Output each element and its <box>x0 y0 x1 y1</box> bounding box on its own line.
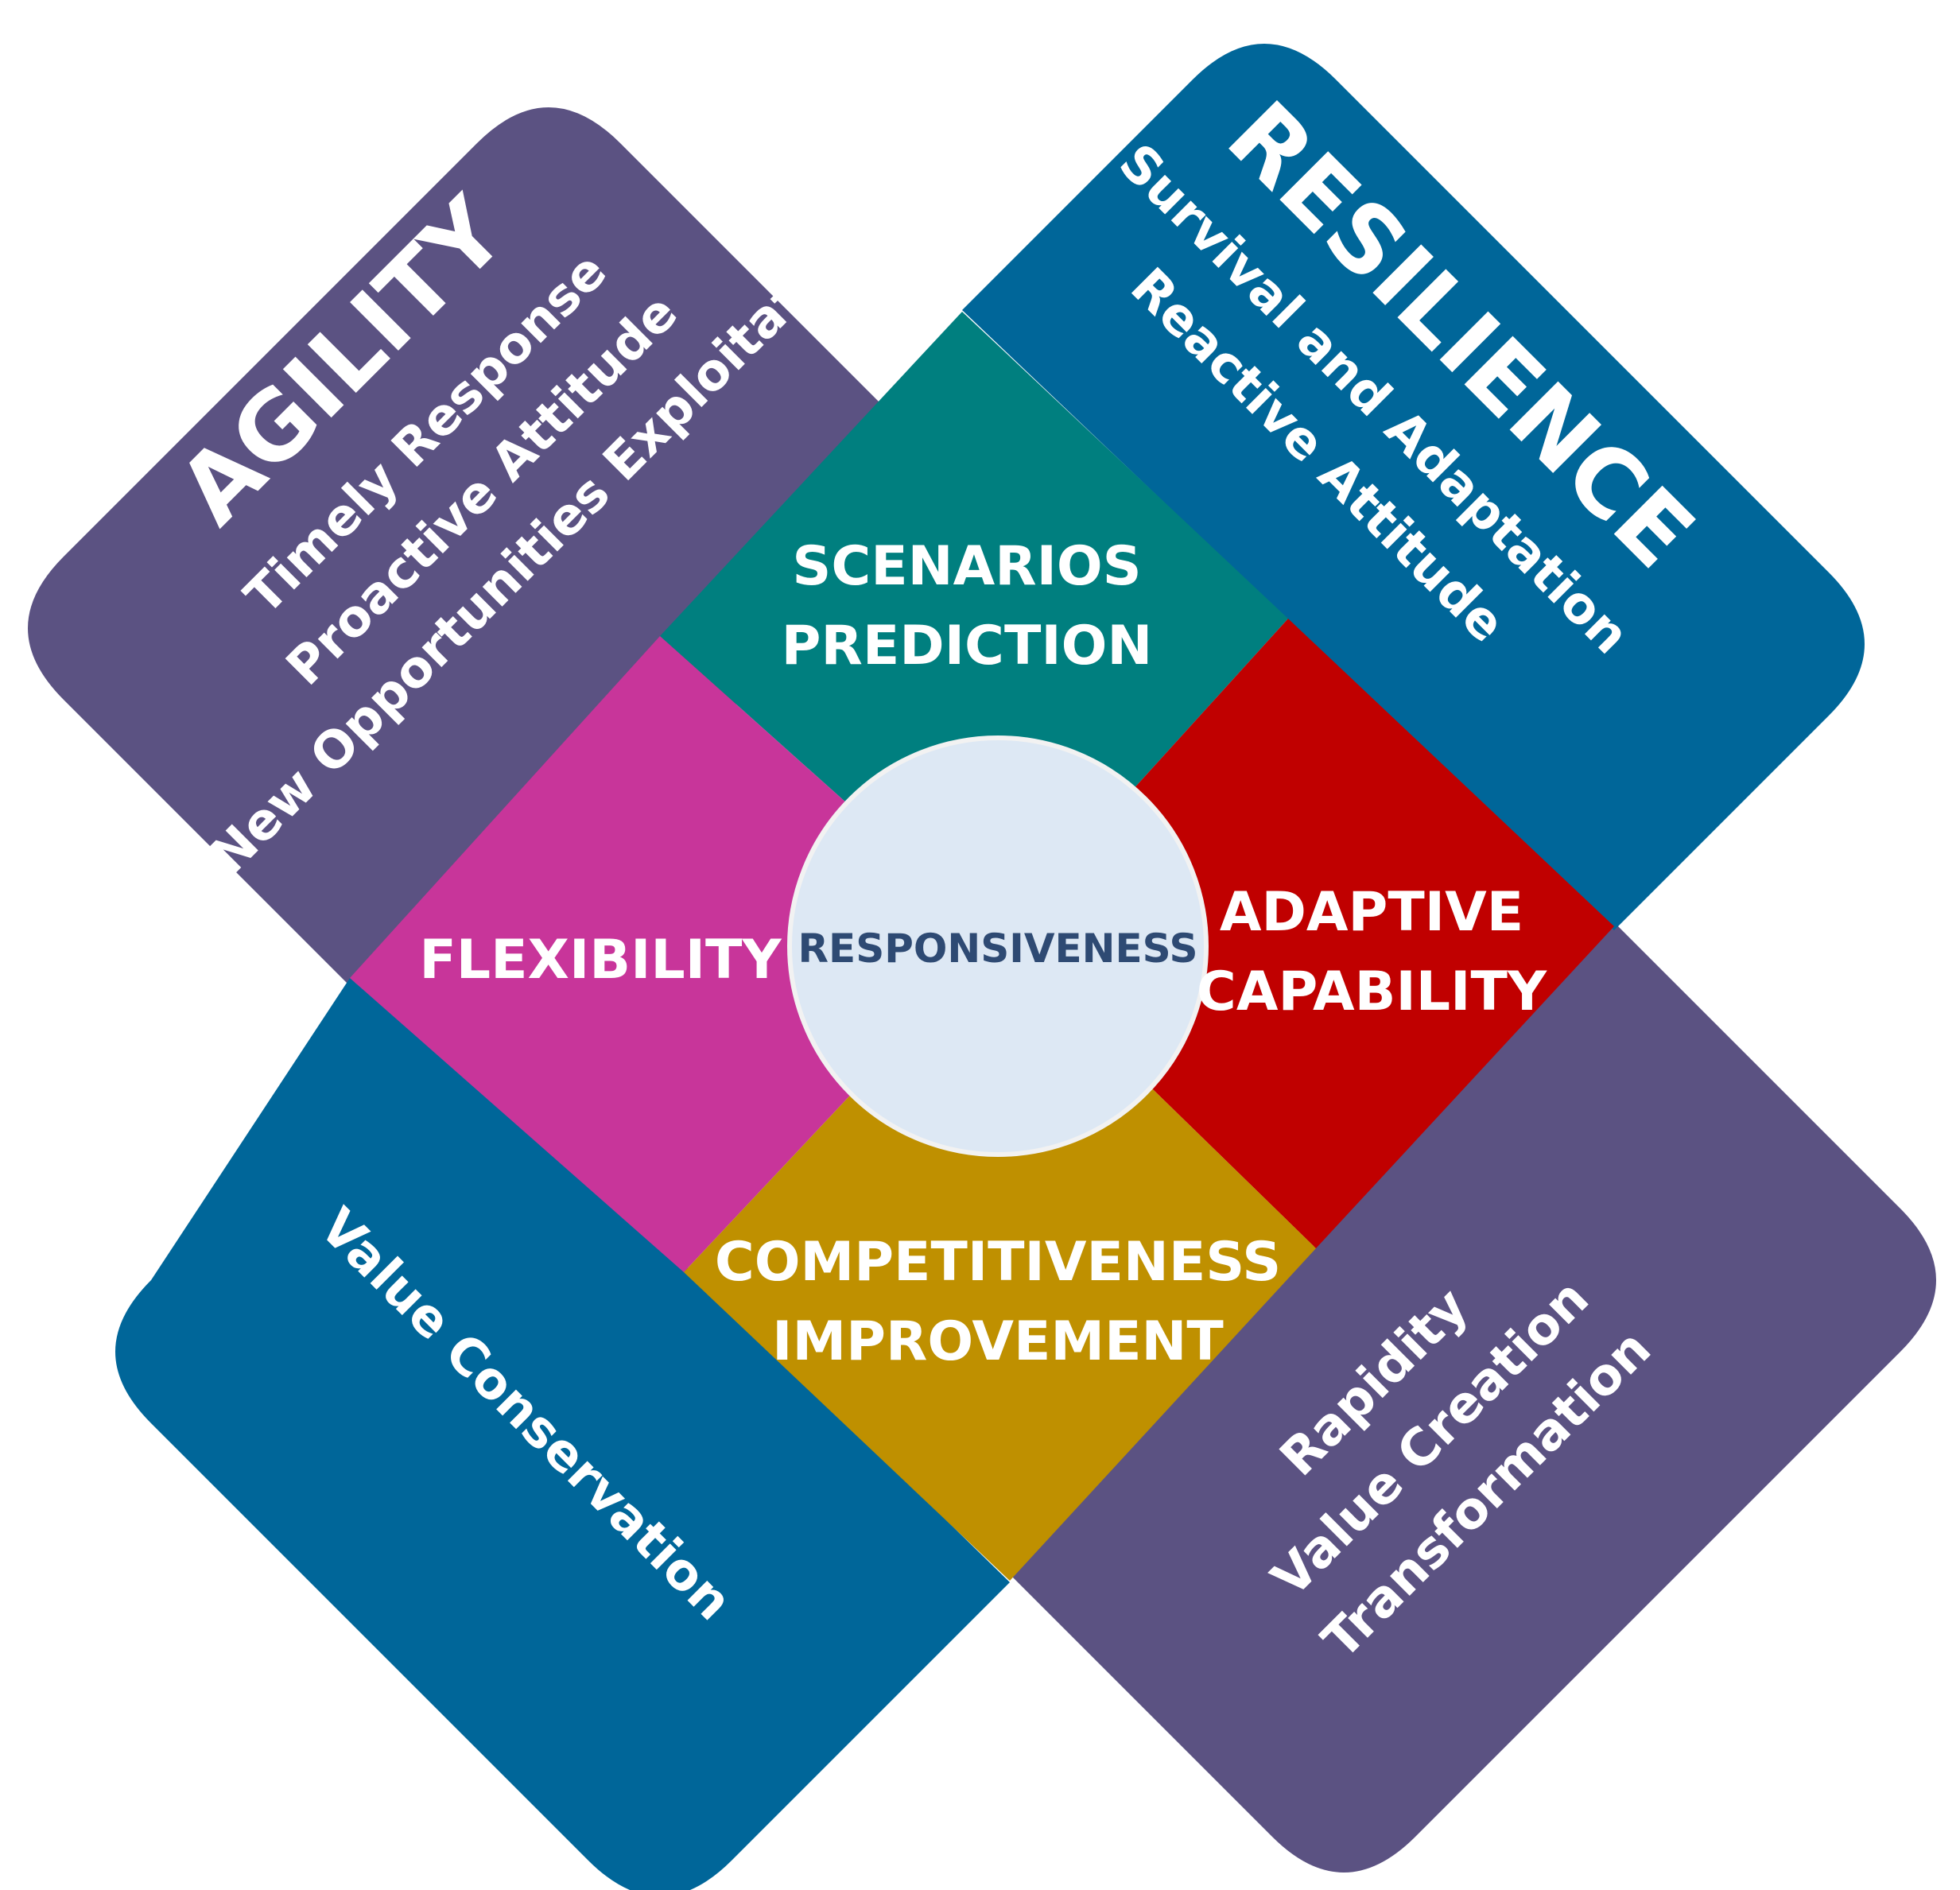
flexibility-label: FLEXIBILITY <box>419 929 782 992</box>
responsiveness-circle <box>787 735 1209 1157</box>
capability-label: CAPABILITY <box>1197 961 1547 1023</box>
competitiveness-improvement-quadrant <box>684 938 1316 1581</box>
purple-band <box>28 107 1936 1873</box>
competitiveness-label: COMPETITIVENESS <box>715 1231 1281 1294</box>
prediction-label: PREDICTION <box>782 615 1153 677</box>
bottom-right-block <box>1010 922 1936 1873</box>
adaptive-label: ADAPTIVE <box>1220 881 1523 944</box>
blue-band <box>115 44 1865 1890</box>
improvement-label: IMPROVEMENT <box>772 1310 1224 1373</box>
agility-block <box>28 107 994 986</box>
scenarios-label: SCENARIOS <box>792 535 1141 598</box>
adaptive-capability-quadrant <box>998 619 1614 1248</box>
bottom-left-block <box>115 978 1010 1890</box>
responsiveness-label: RESPONSIVENESS <box>798 926 1198 972</box>
scenarios-prediction-quadrant <box>660 312 1288 938</box>
resilience-block <box>962 44 1865 930</box>
inner-diamond <box>350 312 1614 1581</box>
flexibility-quadrant <box>350 636 998 1272</box>
